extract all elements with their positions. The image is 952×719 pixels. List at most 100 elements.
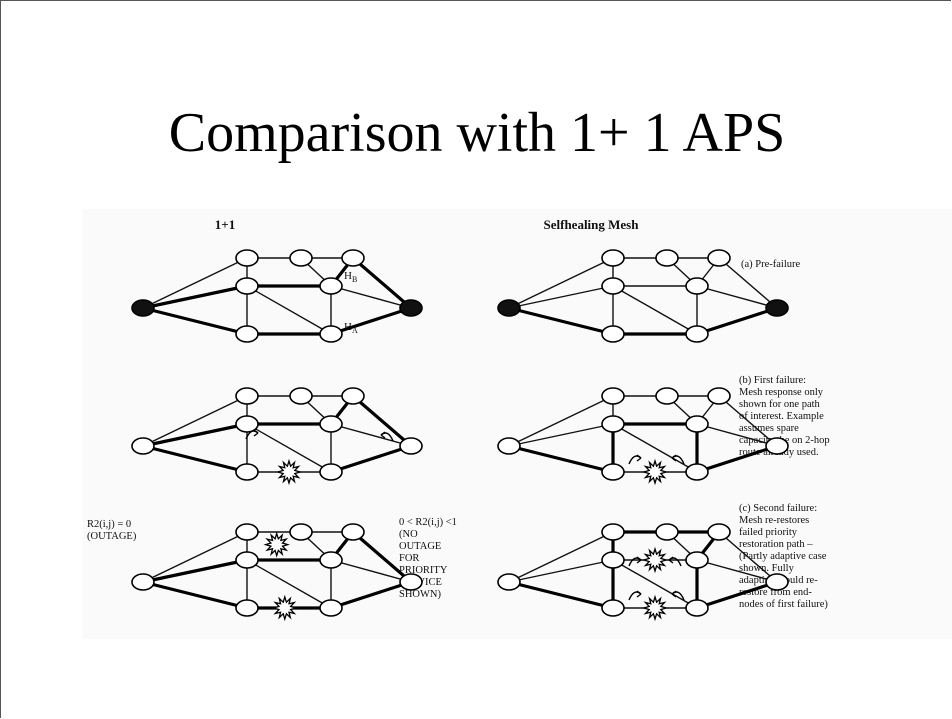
comparison-figure: 1+1 Selfhealing Mesh HB HA (a) Pre-failu…	[83, 209, 952, 639]
graph-edge	[508, 423, 614, 447]
caption-pre-failure: (a) Pre-failure	[741, 259, 801, 270]
working-path	[507, 306, 779, 336]
working-path	[611, 422, 699, 474]
failure-burst-icon	[641, 546, 669, 574]
network-node	[319, 599, 343, 617]
network-node	[655, 523, 679, 541]
network-node	[601, 325, 625, 343]
network-node	[399, 437, 423, 455]
network-node	[707, 249, 731, 267]
working-path	[141, 444, 249, 474]
network-node	[319, 325, 343, 343]
graph-edge	[718, 257, 778, 309]
arrowhead-icon	[636, 556, 642, 564]
graph-mesh-pre-failure	[497, 249, 789, 343]
graph-edge	[508, 531, 614, 583]
network-node	[319, 551, 343, 569]
network-node	[685, 277, 709, 295]
graph-edge	[612, 423, 698, 473]
graph-1plus1-second-failure	[131, 523, 423, 622]
working-path	[695, 580, 779, 610]
network-node	[685, 463, 709, 481]
working-path	[507, 580, 615, 610]
arrowhead-icon	[636, 454, 642, 462]
failure-burst-icon	[271, 594, 299, 622]
end-node	[497, 299, 521, 317]
graph-1plus1-pre-failure	[131, 249, 423, 343]
graph-edge	[696, 285, 778, 309]
graph-edge	[718, 395, 778, 447]
network-node	[235, 551, 259, 569]
network-node	[601, 551, 625, 569]
failure-burst-icon	[641, 594, 669, 622]
network-node	[497, 437, 521, 455]
header-selfhealing-mesh: Selfhealing Mesh	[544, 217, 640, 232]
network-diagrams: 1+1 Selfhealing Mesh HB HA (a) Pre-failu…	[87, 217, 830, 622]
working-path	[141, 256, 355, 310]
graph-edge	[142, 257, 248, 309]
end-node	[131, 299, 155, 317]
network-node	[235, 523, 259, 541]
network-node	[707, 387, 731, 405]
working-path	[351, 256, 413, 310]
network-node	[685, 599, 709, 617]
network-node	[319, 463, 343, 481]
network-node	[131, 437, 155, 455]
end-node	[765, 299, 789, 317]
graph-edge	[696, 423, 778, 447]
network-node	[765, 573, 789, 591]
arrowhead-icon	[668, 556, 674, 564]
failure-burst-icon	[275, 458, 303, 486]
network-node	[601, 523, 625, 541]
graph-edge	[508, 257, 614, 309]
end-node	[399, 299, 423, 317]
graph-edge	[246, 423, 332, 473]
network-node	[399, 573, 423, 591]
arrowhead-icon	[671, 590, 677, 598]
network-node	[235, 277, 259, 295]
graph-edge	[330, 559, 412, 583]
network-node	[235, 599, 259, 617]
graph-mesh-first-failure	[497, 387, 789, 486]
graph-edge	[142, 531, 248, 583]
graph-edge	[330, 423, 412, 447]
arrowhead-icon	[380, 431, 386, 439]
graph-edge	[246, 559, 332, 609]
network-node	[655, 387, 679, 405]
slide-title: Comparison with 1+ 1 APS	[168, 102, 786, 164]
network-node	[235, 249, 259, 267]
network-node	[497, 573, 521, 591]
network-node	[319, 415, 343, 433]
arrowhead-icon	[253, 429, 259, 437]
network-node	[765, 437, 789, 455]
working-path	[141, 306, 413, 336]
graph-mesh-second-failure	[497, 523, 789, 622]
failure-burst-icon	[263, 531, 290, 558]
working-path	[695, 444, 779, 474]
network-node	[685, 325, 709, 343]
network-node	[601, 599, 625, 617]
working-path	[329, 444, 413, 474]
network-node	[341, 249, 365, 267]
network-node	[685, 415, 709, 433]
graph-1plus1-first-failure	[131, 387, 423, 486]
network-node	[235, 387, 259, 405]
network-node	[685, 551, 709, 569]
network-node	[601, 277, 625, 295]
graph-edge	[508, 559, 614, 583]
network-node	[289, 387, 313, 405]
graph-edge	[612, 285, 698, 335]
network-node	[601, 415, 625, 433]
network-node	[601, 387, 625, 405]
network-node	[601, 463, 625, 481]
network-node	[601, 249, 625, 267]
graph-edge	[612, 559, 698, 609]
graph-edge	[508, 285, 614, 309]
arrowhead-icon	[636, 590, 642, 598]
graph-edge	[696, 559, 778, 583]
graph-group	[131, 249, 789, 622]
network-node	[131, 573, 155, 591]
working-path	[507, 444, 615, 474]
